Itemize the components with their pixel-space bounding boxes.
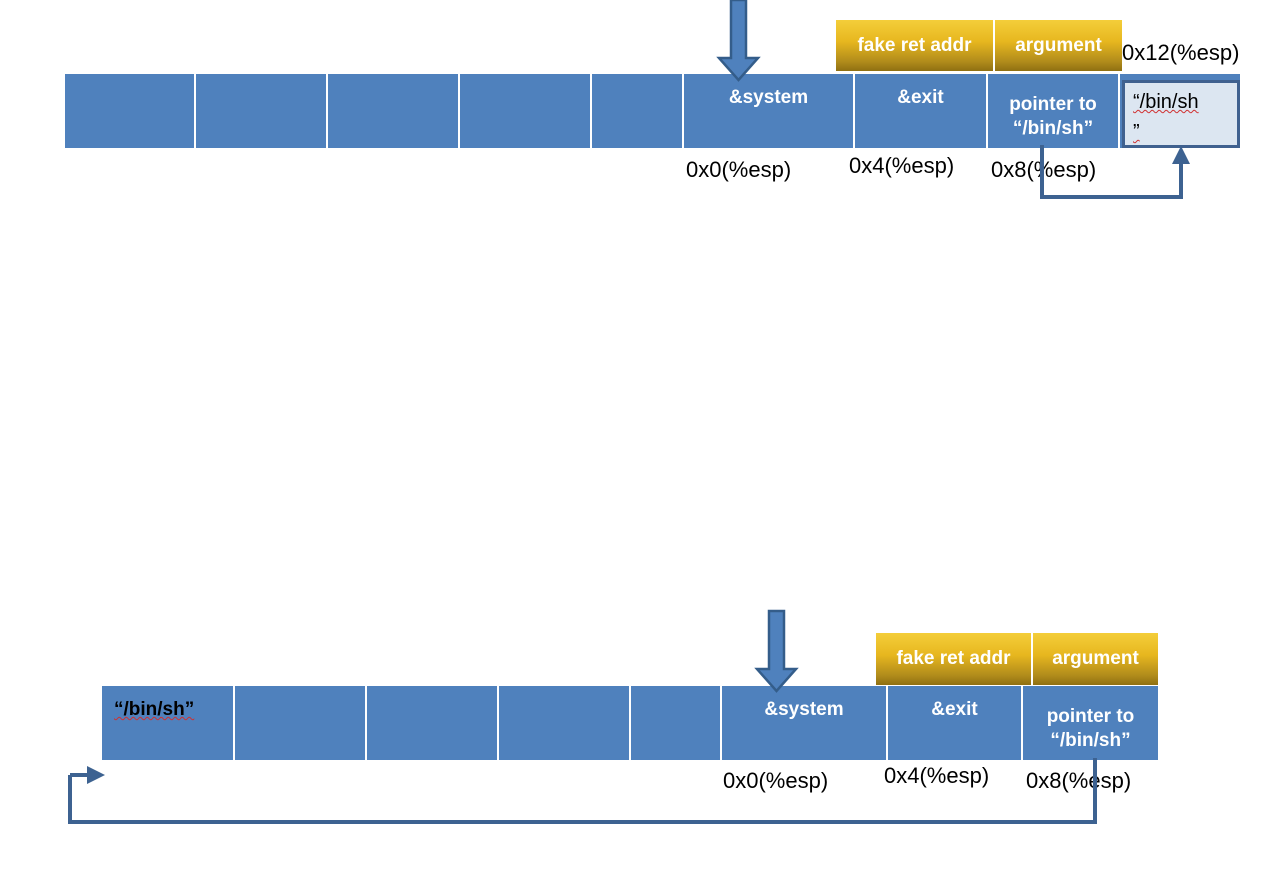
stack-cell-system-label-1: &system: [728, 87, 809, 108]
stack-cell-1-4: [592, 74, 682, 148]
diagram-1: fake ret addr argument 0x12(%esp) &syste…: [0, 0, 1281, 220]
stack-cell-binsh-label-2: “/bin/sh”: [114, 699, 195, 720]
stack-cell-pointer-2: pointer to “/bin/sh”: [1023, 686, 1158, 760]
stack-cell-binsh-2: “/bin/sh”: [102, 686, 233, 760]
stack-cell-pointer-line1-1: pointer to: [1009, 94, 1097, 115]
stack-cell-2-4: [631, 686, 720, 760]
offset-label-0x12-1: 0x12(%esp): [1122, 40, 1240, 65]
gold-fake-ret-addr-1: fake ret addr: [836, 20, 993, 71]
stack-cell-exit-1: &exit: [855, 74, 986, 148]
stack-cell-1-0: [65, 74, 194, 148]
stack-cell-2-2: [367, 686, 497, 760]
stack-cell-2-1: [235, 686, 365, 760]
esp-down-arrow-1: [716, 0, 761, 82]
gold-fake-ret-addr-2: fake ret addr: [876, 633, 1031, 685]
stack-cell-system-2: &system: [722, 686, 886, 760]
binsh-callout-box-1: “/bin/sh ”: [1122, 80, 1240, 148]
offset-label-0x0-1: 0x0(%esp): [686, 157, 792, 182]
stack-cell-system-label-2: &system: [764, 699, 844, 720]
stack-cell-exit-2: &exit: [888, 686, 1021, 760]
offset-label-0x4-1: 0x4(%esp): [849, 153, 955, 178]
stack-cell-1-1: [196, 74, 326, 148]
pointer-to-binsh-connector-2: [68, 758, 1097, 824]
stack-cell-pointer-1: pointer to “/bin/sh”: [988, 74, 1118, 148]
stack-cell-pointer-line1-2: pointer to: [1046, 706, 1135, 727]
esp-down-arrow-2: [754, 609, 799, 693]
stack-cell-2-3: [499, 686, 629, 760]
stack-cell-system-1: &system: [684, 74, 853, 148]
binsh-callout-line2-1: ”: [1133, 121, 1140, 143]
binsh-callout-line1-1: “/bin/sh: [1133, 91, 1199, 113]
stack-cell-exit-label-2: &exit: [931, 699, 978, 720]
stack-cell-exit-label-1: &exit: [897, 87, 944, 108]
pointer-to-binsh-connector-1: [1040, 145, 1190, 199]
stack-cell-pointer-line2-1: “/bin/sh”: [1012, 118, 1094, 139]
stack-cell-1-3: [460, 74, 590, 148]
stack-cell-pointer-line2-2: “/bin/sh”: [1050, 730, 1131, 751]
gold-argument-2: argument: [1033, 633, 1158, 685]
diagram-2: fake ret addr argument “/bin/sh” &system…: [0, 300, 1281, 824]
gold-argument-1: argument: [995, 20, 1122, 71]
diagram-canvas: fake ret addr argument 0x12(%esp) &syste…: [0, 0, 1281, 824]
stack-cell-1-2: [328, 74, 458, 148]
